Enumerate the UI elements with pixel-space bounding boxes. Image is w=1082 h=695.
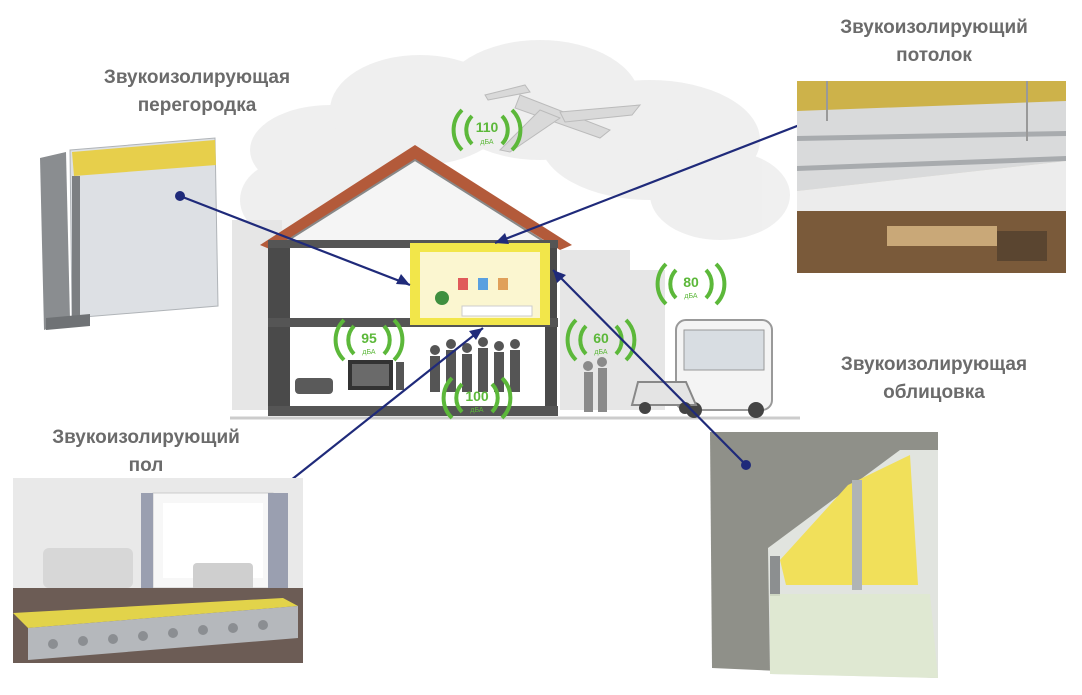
ceiling-label-line2: потолок: [896, 45, 972, 66]
noise-badge-95: 95 дБА: [333, 318, 405, 362]
people-outside: [583, 357, 607, 412]
badge-60-unit: дБА: [594, 349, 608, 356]
pointer-floor: [275, 327, 484, 493]
ceiling-label-line1: Звукоизолирующий: [840, 17, 1028, 38]
noise-badge-80: 80 дБА: [655, 262, 727, 306]
partition-label-line2: перегородка: [137, 95, 257, 116]
bus-icon: [675, 319, 773, 418]
cladding-label-line2: облицовка: [883, 382, 985, 403]
ceiling-photo-art: [797, 81, 1066, 273]
cladding-label-line1: Звукоизолирующая: [840, 354, 1028, 375]
pointer-lines: [179, 112, 829, 493]
floor-label: Звукоизолирующий пол: [34, 424, 258, 480]
pointer-partition: [179, 194, 411, 287]
ceiling-photo: [797, 81, 1066, 273]
badge-80-value: 80: [683, 274, 699, 290]
badge-100-value: 100: [465, 388, 489, 404]
badge-110-unit: дБА: [480, 139, 494, 146]
ceiling-label: Звукоизолирующий потолок: [822, 14, 1046, 70]
noise-badge-110: 110 дБА: [451, 108, 523, 152]
badge-110-value: 110: [476, 119, 499, 135]
cladding-panel: [710, 432, 938, 678]
partition-label-line1: Звукоизолирующая: [103, 67, 291, 88]
noise-badge-60: 60 дБА: [565, 318, 637, 362]
floor-label-line1: Звукоизолирующий: [52, 427, 240, 448]
floor-photo: [13, 478, 303, 663]
pointer-arrowheads: [396, 233, 566, 340]
pointer-cladding: [552, 269, 747, 466]
partition-panel: [40, 137, 219, 330]
floor-photo-art: [13, 478, 303, 663]
badge-100-unit: дБА: [470, 407, 484, 414]
pointer-ceiling: [494, 112, 829, 245]
cladding-label: Звукоизолирующая облицовка: [822, 351, 1046, 407]
badge-60-value: 60: [593, 330, 609, 346]
airplane-icon: [484, 84, 642, 153]
partition-label: Звукоизолирующая перегородка: [88, 64, 306, 120]
floor-label-line2: пол: [128, 455, 164, 476]
house: [260, 145, 572, 416]
badge-80-unit: дБА: [684, 293, 698, 300]
badge-95-value: 95: [361, 330, 377, 346]
noise-badge-100: 100 дБА: [441, 376, 513, 420]
badge-95-unit: дБА: [362, 349, 376, 356]
